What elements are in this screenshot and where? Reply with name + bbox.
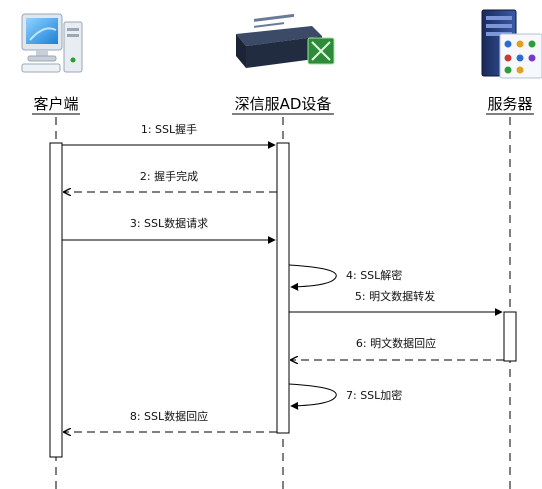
message-3: 3: SSL数据请求 [62,216,276,244]
participant-label: 服务器 [487,95,532,113]
participant-server: 服务器 [486,95,534,115]
message-label: 4: SSL解密 [346,268,402,282]
participant-ad: 深信服AD设备 [232,95,334,115]
participant-client: 客户端 [32,95,80,115]
message-6: 6: 明文数据回应 [291,336,504,360]
message-1: 1: SSL握手 [62,122,276,149]
activation-bar-server [503,311,517,362]
message-4: 4: SSL解密 [288,264,402,291]
desktop-computer-icon [21,13,83,73]
message-label: 7: SSL加密 [346,388,402,402]
activation-bar-client [49,142,63,458]
message-8: 8: SSL数据回应 [64,409,277,432]
participant-label: 客户端 [33,95,78,113]
message-label: 3: SSL数据请求 [130,216,208,230]
message-label: 8: SSL数据回应 [130,409,208,423]
message-2: 2: 握手完成 [64,169,277,192]
server-tower-icon [481,9,542,79]
message-label: 6: 明文数据回应 [356,336,436,350]
message-7: 7: SSL加密 [288,383,402,410]
message-label: 5: 明文数据转发 [355,289,435,303]
network-appliance-icon [236,13,335,68]
message-5: 5: 明文数据转发 [289,289,503,316]
participant-label: 深信服AD设备 [235,95,332,113]
message-label: 1: SSL握手 [141,122,197,136]
activation-bar-ad [276,142,290,434]
message-label: 2: 握手完成 [140,169,198,183]
